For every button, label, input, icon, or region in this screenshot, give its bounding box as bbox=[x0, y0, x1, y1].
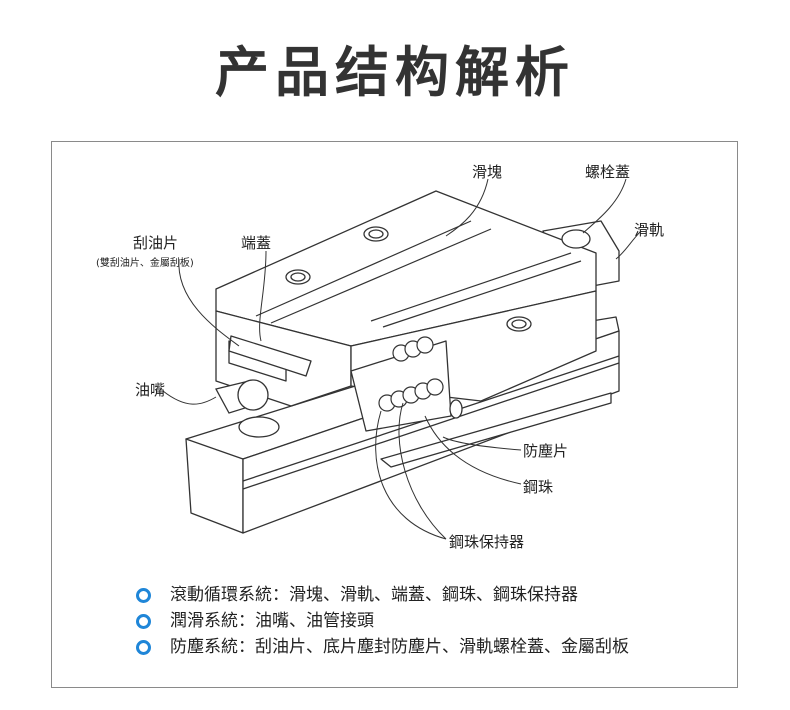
bullet-icon bbox=[136, 614, 151, 629]
leader-retainer-1 bbox=[375, 410, 447, 540]
page-title: 产品结构解析 bbox=[215, 41, 575, 104]
leader-steel-ball bbox=[424, 415, 522, 485]
dust-seal-plate bbox=[380, 392, 612, 468]
label-end-cap: 端蓋 bbox=[241, 234, 272, 252]
bullet-icon bbox=[136, 640, 151, 655]
leader-end-cap bbox=[259, 250, 267, 342]
label-slider: 滑塊 bbox=[472, 163, 503, 181]
leader-slider bbox=[445, 178, 489, 237]
leader-retainer-2 bbox=[398, 402, 447, 540]
label-bolt-cap: 螺栓蓋 bbox=[585, 163, 631, 181]
label-grease-nipple: 油嘴 bbox=[135, 381, 166, 399]
leader-rail bbox=[615, 230, 642, 260]
linear-guide-drawing bbox=[162, 178, 642, 540]
leader-scraper bbox=[178, 258, 240, 347]
leader-dust-seal bbox=[442, 436, 522, 451]
side-hole bbox=[449, 399, 463, 419]
scraper-plate bbox=[228, 335, 312, 377]
diagram-frame bbox=[51, 141, 738, 688]
rail-bolt-cap bbox=[561, 229, 591, 249]
label-rail: 滑軌 bbox=[634, 221, 665, 239]
legend-text: 潤滑系統：油嘴、油管接頭 bbox=[170, 611, 374, 631]
label-ball-retainer: 鋼珠保持器 bbox=[449, 533, 525, 551]
leader-grease bbox=[162, 390, 217, 405]
bullet-icon bbox=[136, 588, 151, 603]
grease-oil-drop bbox=[238, 416, 280, 438]
leader-bolt-cap bbox=[582, 178, 627, 234]
legend-text: 防塵系統：刮油片、底片塵封防塵片、滑軌螺栓蓋、金屬刮板 bbox=[170, 637, 629, 657]
label-scraper: 刮油片 bbox=[133, 234, 179, 252]
label-steel-ball: 鋼珠 bbox=[523, 478, 554, 496]
label-scraper-note: (雙刮油片、金屬刮板) bbox=[96, 258, 194, 269]
grease-nipple-head bbox=[237, 379, 269, 411]
legend-text: 滾動循環系統：滑塊、滑軌、端蓋、鋼珠、鋼珠保持器 bbox=[170, 585, 578, 605]
label-dust-seal: 防塵片 bbox=[523, 442, 569, 460]
